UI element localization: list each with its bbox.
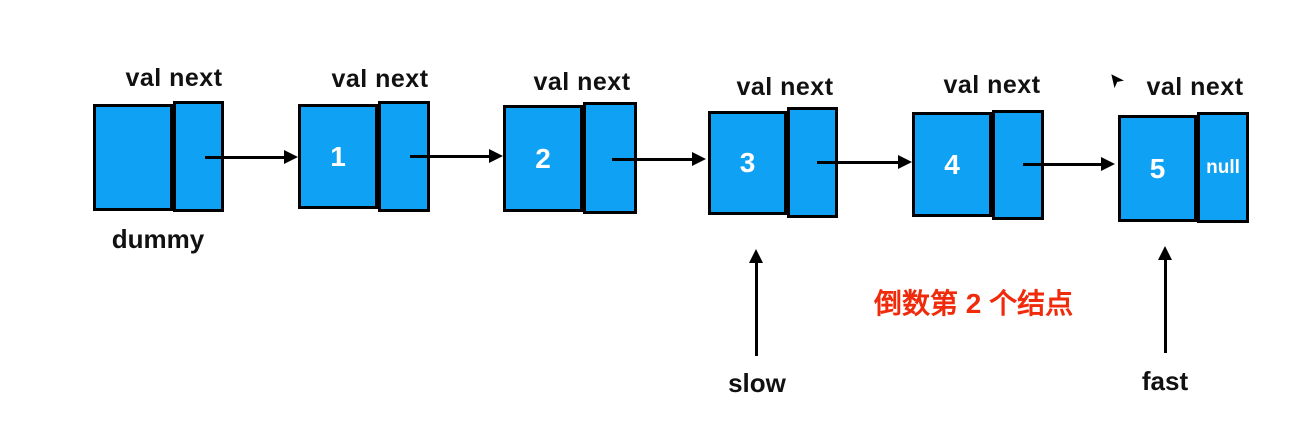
field-header-node-4: val next [943, 71, 1041, 99]
node-3-val: 3 [739, 147, 756, 178]
fast-pointer-arrow [1158, 246, 1172, 353]
node-5-val-box: 5 [1118, 115, 1197, 222]
fast-label: fast [1141, 366, 1189, 396]
dummy-val-box [93, 104, 173, 211]
node-3-val-box: 3 [708, 111, 787, 215]
field-header-dummy: val next [125, 64, 223, 92]
field-header-node-1: val next [331, 65, 429, 93]
node-4-val: 4 [944, 148, 960, 180]
node-2-val-box: 2 [503, 105, 583, 212]
node-1-val-box: 1 [298, 104, 378, 209]
link-arrow-3-to-4 [817, 155, 912, 169]
field-header-node-5: val next [1146, 73, 1244, 101]
dummy-label: dummy [111, 224, 205, 254]
node-1-val: 1 [330, 140, 346, 172]
node-2-val: 2 [535, 142, 551, 174]
link-arrow-dummy-to-1 [205, 150, 298, 164]
node-5-null: null [1206, 156, 1240, 178]
annotation-second-from-end: 倒数第 2 个结点 [874, 288, 1074, 319]
node-5-next-box: null [1197, 112, 1249, 223]
link-arrow-1-to-2 [410, 149, 503, 163]
node-5-val: 5 [1149, 152, 1166, 184]
slow-label: slow [728, 368, 786, 398]
field-header-node-2: val next [533, 68, 631, 96]
node-4-val-box: 4 [912, 112, 992, 217]
slow-pointer-arrow [749, 249, 763, 356]
link-arrow-2-to-3 [612, 152, 706, 166]
link-arrow-4-to-5 [1023, 157, 1115, 171]
field-header-node-3: val next [736, 73, 834, 101]
